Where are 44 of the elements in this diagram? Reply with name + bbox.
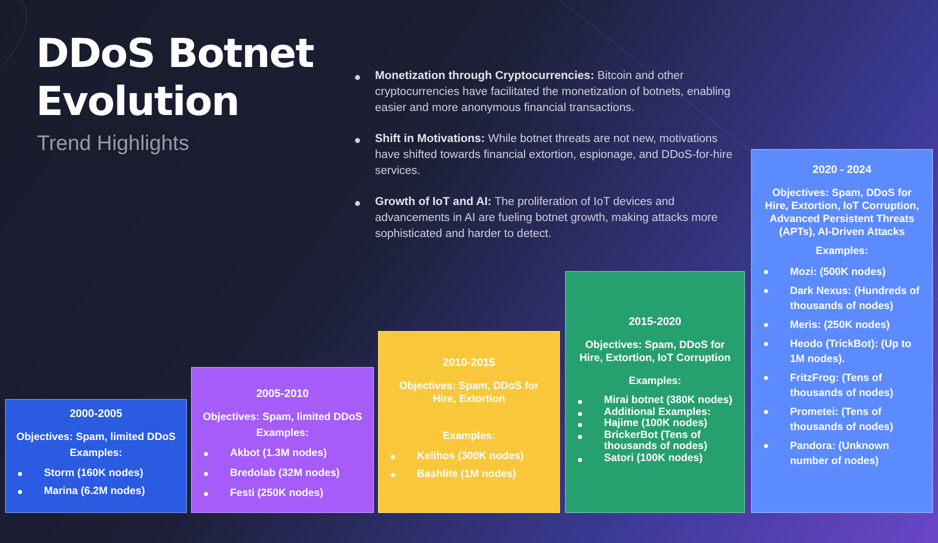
example-item: Prometei: (Tens of thousands of nodes) [764, 405, 924, 435]
era-card [5, 399, 187, 513]
example-item: Additional Examples: [578, 406, 736, 418]
examples-heading: Examples: [68, 447, 124, 460]
examples-heading: Examples: [442, 430, 496, 443]
trend-text: Shift in Motivations: While botnet threats are not new, motivations have shifted towards financial extortion, espionage, and DDoS-for-hire services. [375, 132, 734, 179]
title: DDoS Botnet Evolution [36, 30, 315, 126]
era-card [191, 367, 374, 513]
example-item: Festi (250K nodes) [204, 487, 365, 500]
trend-text: Monetization through Cryptocurrencies: Bitcoin and other cryptocurrencies have facilitated the monetization of botnets, enabling easier and more anonymous financial transactions. [375, 69, 732, 116]
example-item: Pandora: (Unknown number of nodes) [764, 439, 924, 469]
example-item: Akbot (1.3M nodes) [204, 447, 365, 460]
objectives-text: Objectives: Spam, DDoS for Hire, Extortion, IoT Corruption, Advanced Persistent Threats (APTs), AI-Driven Attacks [764, 187, 920, 239]
example-item: Bredolab (32M nodes) [204, 467, 365, 480]
era-heading: 2000-2005 [68, 408, 124, 421]
example-item: FritzFrog: (Tens of thousands of nodes) [764, 371, 924, 401]
trend-text: Growth of IoT and AI: The proliferation of IoT devices and advancements in AI are fueling botnet growth, making attacks more sophisticated and harder to detect. [375, 195, 719, 242]
examples-heading: Examples: [814, 245, 870, 258]
example-item: Satori (100K nodes) [578, 452, 736, 464]
example-item: Mozi: (500K nodes) [764, 265, 924, 280]
objectives-text: Objectives: Spam, limited DDoS [202, 411, 364, 424]
example-item: Bashlite (1M nodes) [391, 468, 551, 481]
objectives-text: Objectives: Spam, DDoS for Hire, Extortion [398, 380, 540, 406]
era-heading: 2020 - 2024 [812, 164, 872, 177]
subtitle: Trend Highlights [37, 132, 190, 156]
era-heading: 2010-2015 [442, 357, 496, 370]
objectives-text: Objectives: Spam, DDoS for Hire, Extortion, IoT Corruption [578, 339, 732, 365]
example-item: Mirai botnet (380K nodes) [578, 395, 736, 406]
examples-heading: Examples: [255, 427, 310, 440]
era-card [565, 271, 745, 513]
era-card [751, 149, 933, 513]
example-item: Meris: (250K nodes) [764, 318, 924, 333]
example-item: Hajime (100K nodes) [578, 418, 736, 430]
example-item: Kelihos (300K nodes) [391, 450, 551, 463]
era-card [378, 331, 560, 513]
example-item: Dark Nexus: (Hundreds of thousands of nodes) [764, 284, 924, 314]
era-heading: 2005-2010 [255, 388, 310, 401]
era-heading: 2015-2020 [628, 316, 682, 329]
objectives-text: Objectives: Spam, limited DDoS [15, 431, 177, 444]
example-item: BrickerBot (Tens of thousands of nodes) [578, 430, 736, 452]
examples-heading: Examples: [628, 375, 682, 388]
example-item: Storm (160K nodes) [18, 467, 178, 480]
example-item: Heodo (TrickBot): (Up to 1M nodes). [764, 337, 924, 367]
example-item: Marina (6.2M nodes) [18, 485, 178, 498]
